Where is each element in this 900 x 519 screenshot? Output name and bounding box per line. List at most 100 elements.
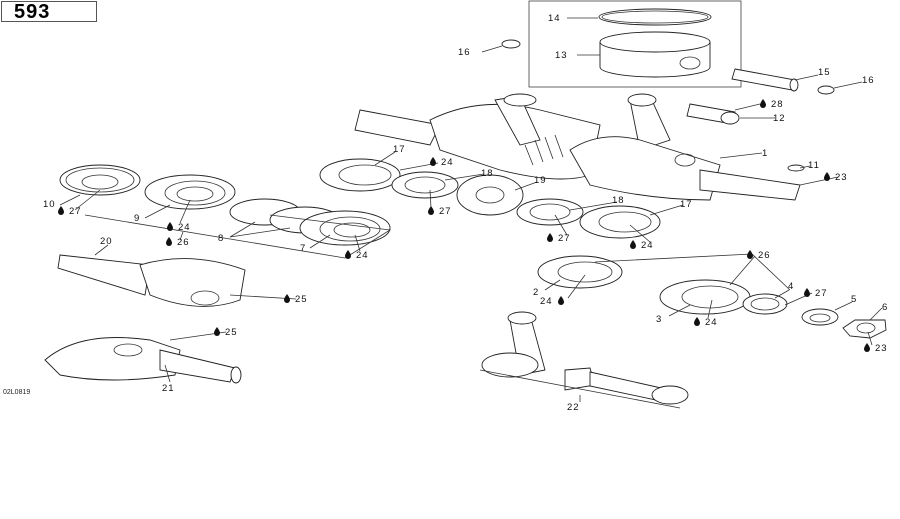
callout-24: 24 [694, 317, 718, 328]
callout-number: 9 [134, 213, 140, 224]
callout-number: 7 [300, 243, 306, 254]
drawing-code: 02L0819 [3, 389, 31, 396]
callout-17: 17 [680, 199, 693, 210]
lubricant-drop-icon [547, 233, 553, 242]
lubricant-drop-icon [430, 157, 436, 166]
lubricant-drop-icon [747, 250, 753, 259]
callout-24: 24 [345, 250, 369, 261]
callout-number: 19 [534, 175, 547, 186]
crankshaft [354, 93, 801, 201]
lubricant-drop-icon [558, 296, 564, 305]
callout-number: 27 [69, 206, 82, 217]
lubricant-drop-icon [630, 240, 636, 249]
callout-number: 2 [533, 287, 539, 298]
callout-24: 24 [630, 240, 654, 251]
callout-7: 7 [300, 243, 306, 254]
callout-25: 25 [284, 294, 308, 305]
callout-number: 24 [178, 222, 191, 233]
lubricant-drop-icon [284, 294, 290, 303]
callout-23: 23 [824, 172, 848, 183]
piston [599, 31, 711, 78]
callout-6: 6 [882, 302, 887, 313]
crankshaft-half [57, 254, 246, 307]
lubricant-drop-icon [166, 237, 172, 246]
circlip [817, 85, 835, 95]
callout-26: 26 [747, 250, 771, 261]
callout-number: 24 [641, 240, 654, 251]
piston-inset-box [528, 0, 742, 88]
callout-number: 23 [835, 172, 848, 183]
key [787, 164, 805, 172]
callout-number: 26 [758, 250, 771, 261]
callout-number: 24 [356, 250, 369, 261]
callout-3: 3 [656, 314, 662, 325]
gear [456, 174, 524, 216]
bearing [579, 205, 661, 239]
lubricant-drop-icon [167, 222, 173, 231]
callout-number: 8 [218, 233, 224, 244]
callout-18: 18 [612, 195, 625, 206]
callout-27: 27 [428, 206, 451, 217]
callout-number: 26 [177, 237, 190, 248]
page-number-box: 593 [1, 1, 97, 23]
callout-10: 10 [43, 199, 56, 210]
lubricant-drop-icon [345, 250, 351, 259]
callout-number: 18 [481, 168, 494, 179]
callout-26: 26 [166, 237, 190, 248]
callout-number: 12 [773, 113, 786, 124]
callout-number: 16 [458, 47, 471, 58]
callout-16: 16 [862, 75, 875, 86]
callout-number: 21 [162, 383, 175, 394]
callout-number: 5 [851, 294, 857, 305]
bearing [319, 158, 401, 192]
callout-5: 5 [851, 294, 857, 305]
callout-24: 24 [430, 157, 453, 168]
nut [842, 319, 887, 339]
crankshaft-half [481, 311, 689, 405]
bearing [659, 279, 751, 315]
callout-number: 18 [612, 195, 625, 206]
piston-ring [598, 8, 712, 26]
callout-number: 24 [705, 317, 718, 328]
callout-number: 15 [818, 67, 831, 78]
callout-number: 27 [815, 288, 828, 299]
callout-24: 24 [540, 296, 564, 307]
callout-number: 14 [548, 13, 561, 24]
crankshaft-half [44, 337, 242, 384]
lubricant-drop-icon [824, 172, 830, 181]
callout-number: 10 [43, 199, 56, 210]
circlip [501, 39, 521, 49]
callout-4: 4 [788, 281, 794, 292]
callout-11: 11 [808, 160, 819, 171]
callout-number: 20 [100, 236, 113, 247]
callout-number: 4 [788, 281, 794, 292]
callout-12: 12 [773, 113, 786, 124]
callout-number: 25 [295, 294, 308, 305]
callout-27: 27 [547, 233, 571, 244]
callout-number: 13 [555, 50, 568, 61]
callout-number: 22 [567, 402, 580, 413]
callout-number: 3 [656, 314, 662, 325]
callout-number: 27 [558, 233, 571, 244]
lubricant-drop-icon [694, 317, 700, 326]
lubricant-drop-icon [760, 99, 766, 108]
callout-19: 19 [534, 175, 547, 186]
needle-bearing [686, 103, 740, 125]
oil-seal [742, 293, 788, 315]
callout-number: 17 [680, 199, 693, 210]
callout-13: 13 [555, 50, 568, 61]
callout-21: 21 [162, 383, 175, 394]
callout-15: 15 [818, 67, 831, 78]
callout-number: 28 [771, 99, 784, 110]
callout-number: 16 [862, 75, 875, 86]
callout-number: 25 [225, 327, 238, 338]
callout-number: 23 [875, 343, 888, 354]
lubricant-drop-icon [804, 288, 810, 297]
callout-23: 23 [864, 343, 888, 354]
lubricant-drop-icon [428, 206, 434, 215]
lubricant-drop-icon [214, 327, 220, 336]
callout-14: 14 [548, 13, 561, 24]
